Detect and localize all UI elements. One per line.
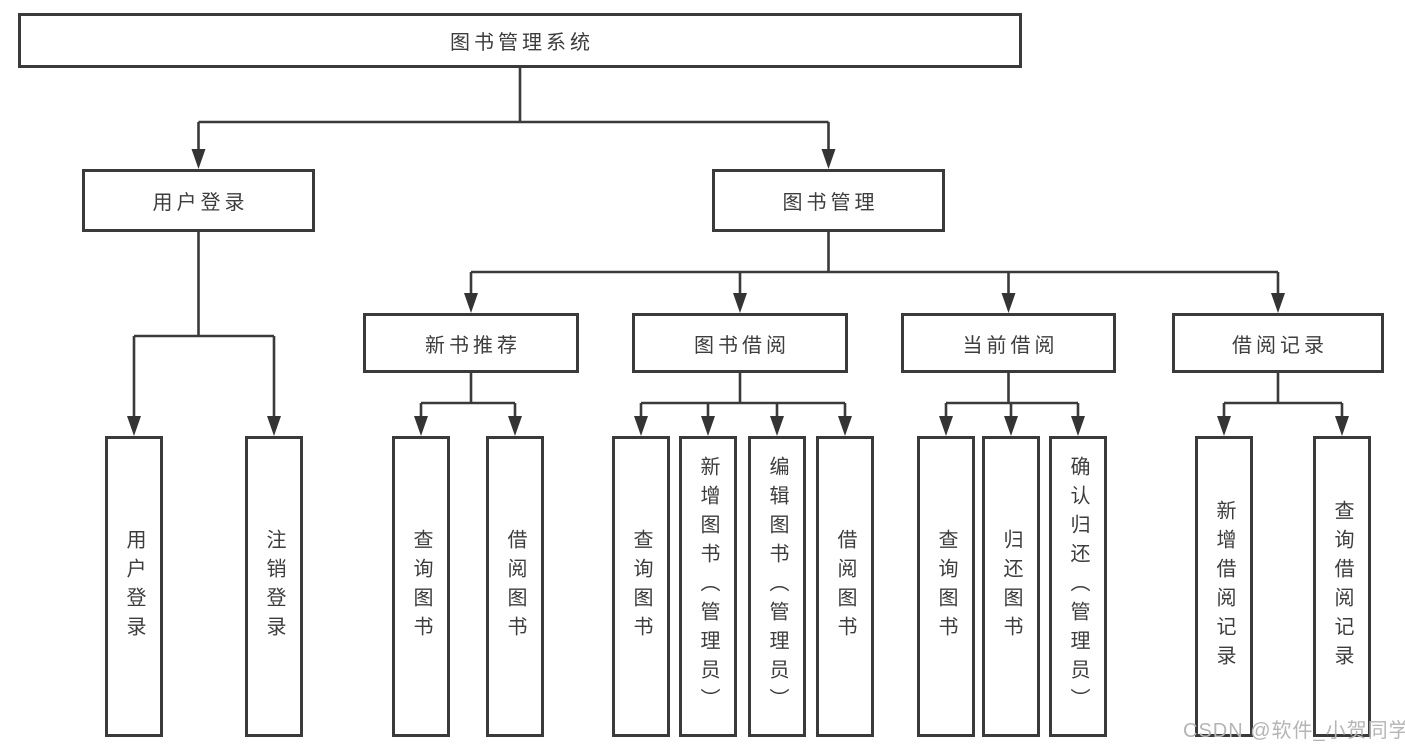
node-root: 图书管理系统 <box>18 13 1022 68</box>
leaf-current-query: 查询图书 <box>917 436 975 737</box>
arrowhead <box>267 416 281 436</box>
leaf-borrow-borrow-label: 借阅图书 <box>834 528 856 645</box>
node-new-books-label: 新书推荐 <box>425 334 521 357</box>
arrowhead <box>1071 416 1085 436</box>
arrowhead <box>127 416 141 436</box>
arrowheads <box>127 149 1349 436</box>
arrowhead <box>770 416 784 436</box>
leaf-newbooks-query-label: 查询图书 <box>410 528 432 645</box>
leaf-logout-label: 注销登录 <box>263 528 285 645</box>
arrowhead <box>733 293 747 313</box>
arrowhead <box>634 416 648 436</box>
watermark-text: CSDN @软件_小贺同学 <box>1183 720 1405 742</box>
connector-book-borrow-children <box>639 373 847 418</box>
leaf-borrow-query-label: 查询图书 <box>630 528 652 645</box>
node-borrow-records-label: 借阅记录 <box>1232 334 1328 357</box>
connector-user-login-children <box>132 232 276 418</box>
arrowhead <box>939 416 953 436</box>
arrowhead <box>1335 416 1349 436</box>
leaf-current-return: 归还图书 <box>982 436 1040 737</box>
leaf-records-query-label: 查询借阅记录 <box>1331 499 1353 674</box>
node-book-mgmt-label: 图书管理 <box>782 192 879 214</box>
node-user-login-label: 用户登录 <box>152 192 249 214</box>
leaf-logout: 注销登录 <box>245 436 303 737</box>
connector-current-borrow-children <box>944 373 1080 418</box>
node-new-books: 新书推荐 <box>363 313 579 373</box>
leaf-borrow-add-admin-label: 新增图书（管理员） <box>697 456 719 717</box>
leaf-user-login: 用户登录 <box>105 436 163 737</box>
connector-new-books-children <box>419 373 517 418</box>
leaf-borrow-edit-admin: 编辑图书（管理员） <box>748 436 806 737</box>
leaf-records-add: 新增借阅记录 <box>1195 436 1253 737</box>
leaf-newbooks-query: 查询图书 <box>392 436 450 737</box>
leaf-newbooks-borrow-label: 借阅图书 <box>504 528 526 645</box>
arrowhead <box>508 416 522 436</box>
arrowhead <box>1217 416 1231 436</box>
node-book-mgmt: 图书管理 <box>712 169 945 232</box>
node-user-login: 用户登录 <box>82 169 315 232</box>
leaf-borrow-edit-admin-label: 编辑图书（管理员） <box>766 456 788 717</box>
leaf-borrow-query: 查询图书 <box>612 436 670 737</box>
arrowhead <box>1004 416 1018 436</box>
leaf-records-add-label: 新增借阅记录 <box>1213 499 1235 674</box>
connector-borrow-records-children <box>1222 373 1344 418</box>
arrowhead <box>1271 293 1285 313</box>
arrowhead <box>701 416 715 436</box>
node-current-borrow: 当前借阅 <box>901 313 1116 373</box>
arrowhead <box>838 416 852 436</box>
connector-book-mgmt-children <box>469 232 1280 295</box>
node-current-borrow-label: 当前借阅 <box>962 334 1059 357</box>
leaf-user-login-label: 用户登录 <box>123 528 145 645</box>
node-root-label: 图书管理系统 <box>450 32 594 54</box>
leaf-current-confirm-admin: 确认归还（管理员） <box>1049 436 1107 737</box>
leaf-newbooks-borrow: 借阅图书 <box>486 436 544 737</box>
arrowhead <box>191 149 206 169</box>
arrowhead <box>1001 293 1016 313</box>
arrowhead <box>414 416 428 436</box>
leaf-current-return-label: 归还图书 <box>1000 528 1022 645</box>
connector-root-to-level2 <box>197 68 830 151</box>
leaf-borrow-add-admin: 新增图书（管理员） <box>679 436 737 737</box>
node-book-borrow-label: 图书借阅 <box>694 334 790 357</box>
leaf-current-confirm-admin-label: 确认归还（管理员） <box>1067 456 1089 717</box>
leaf-records-query: 查询借阅记录 <box>1313 436 1371 737</box>
node-book-borrow: 图书借阅 <box>632 313 848 373</box>
leaf-borrow-borrow: 借阅图书 <box>816 436 874 737</box>
arrowhead <box>821 149 836 169</box>
arrowhead <box>464 293 478 313</box>
node-borrow-records: 借阅记录 <box>1172 313 1384 373</box>
leaf-current-query-label: 查询图书 <box>935 528 957 645</box>
